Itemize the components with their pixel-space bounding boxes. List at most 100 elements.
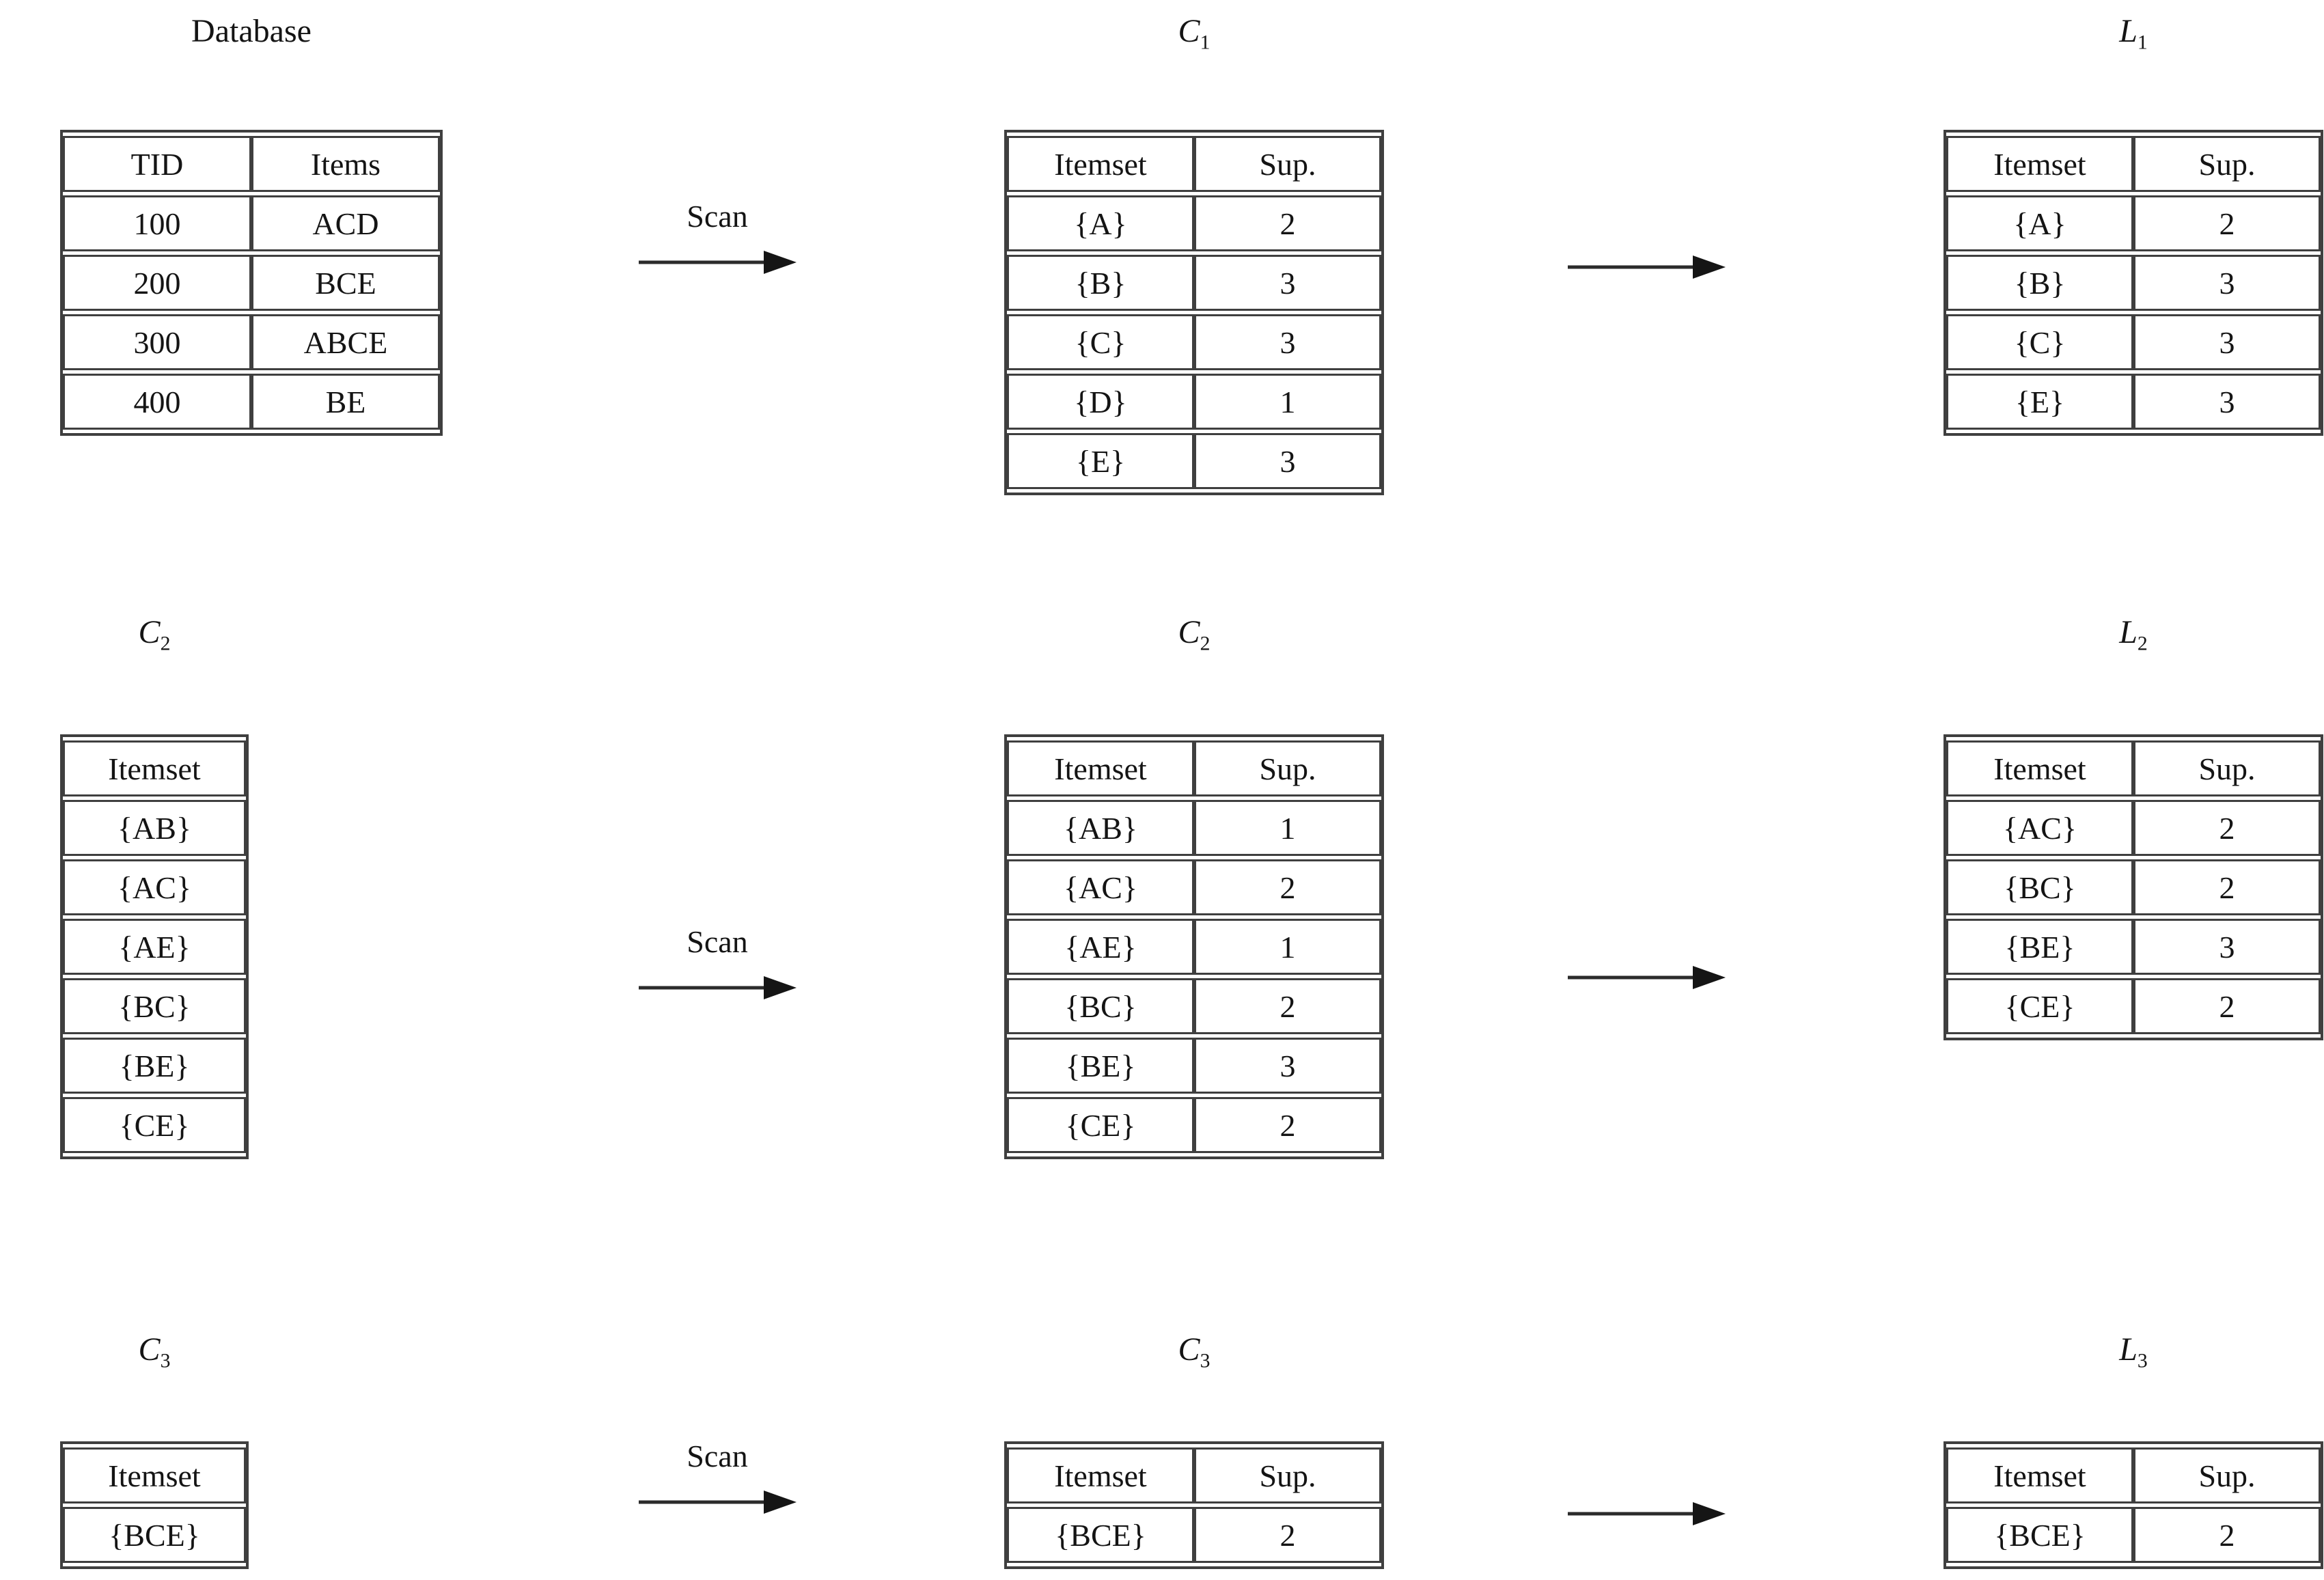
table-row: {BC} (63, 978, 246, 1034)
sup-cell: 3 (2133, 314, 2321, 370)
l3-title-letter: L (2119, 1331, 2138, 1368)
sup-header: Sup. (1194, 740, 1381, 796)
c3-candidates-table: Itemset {BCE} (60, 1441, 249, 1569)
table-row: 200 BCE (63, 255, 440, 311)
sup-cell: 3 (1194, 314, 1381, 370)
l1-title-letter: L (2119, 13, 2138, 49)
c1-table: Itemset Sup. {A} 2 {B} 3 {C} 3 {D} 1 {E}… (1004, 130, 1384, 495)
arrow-icon (1568, 1502, 1726, 1525)
c1-title-subscript: 1 (1200, 31, 1211, 54)
itemset-cell: {CE} (1946, 978, 2133, 1034)
table-row: {AE} 1 (1007, 919, 1381, 975)
c3-title-subscript: 3 (1200, 1349, 1211, 1372)
table-row: {AC} 2 (1946, 800, 2321, 856)
items-header: Items (251, 136, 440, 192)
itemset-cell: {BC} (1007, 978, 1194, 1034)
sup-cell: 2 (1194, 1507, 1381, 1563)
sup-cell: 2 (1194, 195, 1381, 251)
sup-cell: 1 (1194, 800, 1381, 856)
itemset-cell: {D} (1007, 374, 1194, 430)
itemset-cell: {BC} (1946, 859, 2133, 915)
table-row: 100 ACD (63, 195, 440, 251)
table-row: {CE} (63, 1097, 246, 1153)
table-row: {C} 3 (1946, 314, 2321, 370)
itemset-cell: {AC} (1007, 859, 1194, 915)
table-row: {AC} (63, 859, 246, 915)
scan-step-1: Scan (635, 198, 799, 278)
c3-title: C3 (1004, 1331, 1384, 1371)
sup-cell: 1 (1194, 919, 1381, 975)
itemset-cell: {E} (1946, 374, 2133, 430)
itemset-header: Itemset (1946, 1447, 2133, 1503)
itemset-cell: {A} (1946, 195, 2133, 251)
table-header-row: Itemset Sup. (1946, 740, 2321, 796)
table-row: {BCE} 2 (1946, 1507, 2321, 1563)
itemset-cell: {E} (1007, 433, 1194, 489)
scan-label: Scan (687, 924, 748, 959)
c2-table: Itemset Sup. {AB} 1 {AC} 2 {AE} 1 {BC} 2… (1004, 734, 1384, 1159)
l3-title: L3 (1943, 1331, 2323, 1371)
sup-cell: 2 (1194, 978, 1381, 1034)
tid-cell: 300 (63, 314, 251, 370)
table-row: {BCE} (63, 1507, 246, 1563)
itemset-header: Itemset (63, 1447, 246, 1503)
sup-cell: 3 (1194, 255, 1381, 311)
itemset-header: Itemset (1007, 136, 1194, 192)
table-row: {BCE} 2 (1007, 1507, 1381, 1563)
database-title: Database (191, 13, 312, 49)
itemset-cell: {BE} (1946, 919, 2133, 975)
items-cell: BE (251, 374, 440, 430)
table-row: {AB} 1 (1007, 800, 1381, 856)
itemset-header: Itemset (1007, 1447, 1194, 1503)
sup-cell: 3 (1194, 1038, 1381, 1094)
table-row: {BE} 3 (1946, 919, 2321, 975)
items-cell: ACD (251, 195, 440, 251)
itemset-cell: {BE} (1007, 1038, 1194, 1094)
scan-label: Scan (687, 1439, 748, 1473)
itemset-cell: {B} (1946, 255, 2133, 311)
scan-label: Scan (687, 199, 748, 234)
c2-candidates-title: C2 (60, 613, 249, 654)
c3-candidates-title-letter: C (138, 1331, 161, 1368)
sup-header: Sup. (1194, 136, 1381, 192)
l1-title: L1 (1943, 12, 2323, 53)
table-row: {E} 3 (1007, 433, 1381, 489)
itemset-cell: {AC} (63, 859, 246, 915)
itemset-cell: {A} (1007, 195, 1194, 251)
c3-table: Itemset Sup. {BCE} 2 (1004, 1441, 1384, 1569)
tid-cell: 100 (63, 195, 251, 251)
c2-candidates-title-letter: C (138, 614, 161, 650)
itemset-cell: {C} (1946, 314, 2133, 370)
sup-header: Sup. (2133, 1447, 2321, 1503)
table-row: {A} 2 (1946, 195, 2321, 251)
itemset-header: Itemset (1946, 740, 2133, 796)
database-table: TID Items 100 ACD 200 BCE 300 ABCE 400 B… (60, 130, 443, 436)
sup-cell: 2 (2133, 1507, 2321, 1563)
l2-title: L2 (1943, 613, 2323, 654)
itemset-cell: {AE} (1007, 919, 1194, 975)
l2-title-letter: L (2119, 614, 2138, 650)
sup-cell: 1 (1194, 374, 1381, 430)
table-row: {B} 3 (1007, 255, 1381, 311)
l1-title-subscript: 1 (2137, 31, 2148, 54)
l2-title-subscript: 2 (2137, 632, 2148, 655)
table-row: {B} 3 (1946, 255, 2321, 311)
c2-candidates-table: Itemset {AB} {AC} {AE} {BC} {BE} {CE} (60, 734, 249, 1159)
table-header-row: TID Items (63, 136, 440, 192)
l3-title-subscript: 3 (2137, 1349, 2148, 1372)
table-row: 300 ABCE (63, 314, 440, 370)
tid-cell: 200 (63, 255, 251, 311)
itemset-cell: {BE} (63, 1038, 246, 1094)
items-cell: BCE (251, 255, 440, 311)
table-row: {BC} 2 (1946, 859, 2321, 915)
itemset-header: Itemset (1007, 740, 1194, 796)
itemset-cell: {BCE} (1946, 1507, 2133, 1563)
table-row: {D} 1 (1007, 374, 1381, 430)
arrow-icon (1568, 255, 1726, 279)
l2-table: Itemset Sup. {AC} 2 {BC} 2 {BE} 3 {CE} 2 (1943, 734, 2323, 1040)
sup-cell: 3 (2133, 374, 2321, 430)
scan-arrow-icon (639, 251, 797, 274)
table-header-row: Itemset Sup. (1946, 136, 2321, 192)
table-row: 400 BE (63, 374, 440, 430)
itemset-header: Itemset (63, 740, 246, 796)
